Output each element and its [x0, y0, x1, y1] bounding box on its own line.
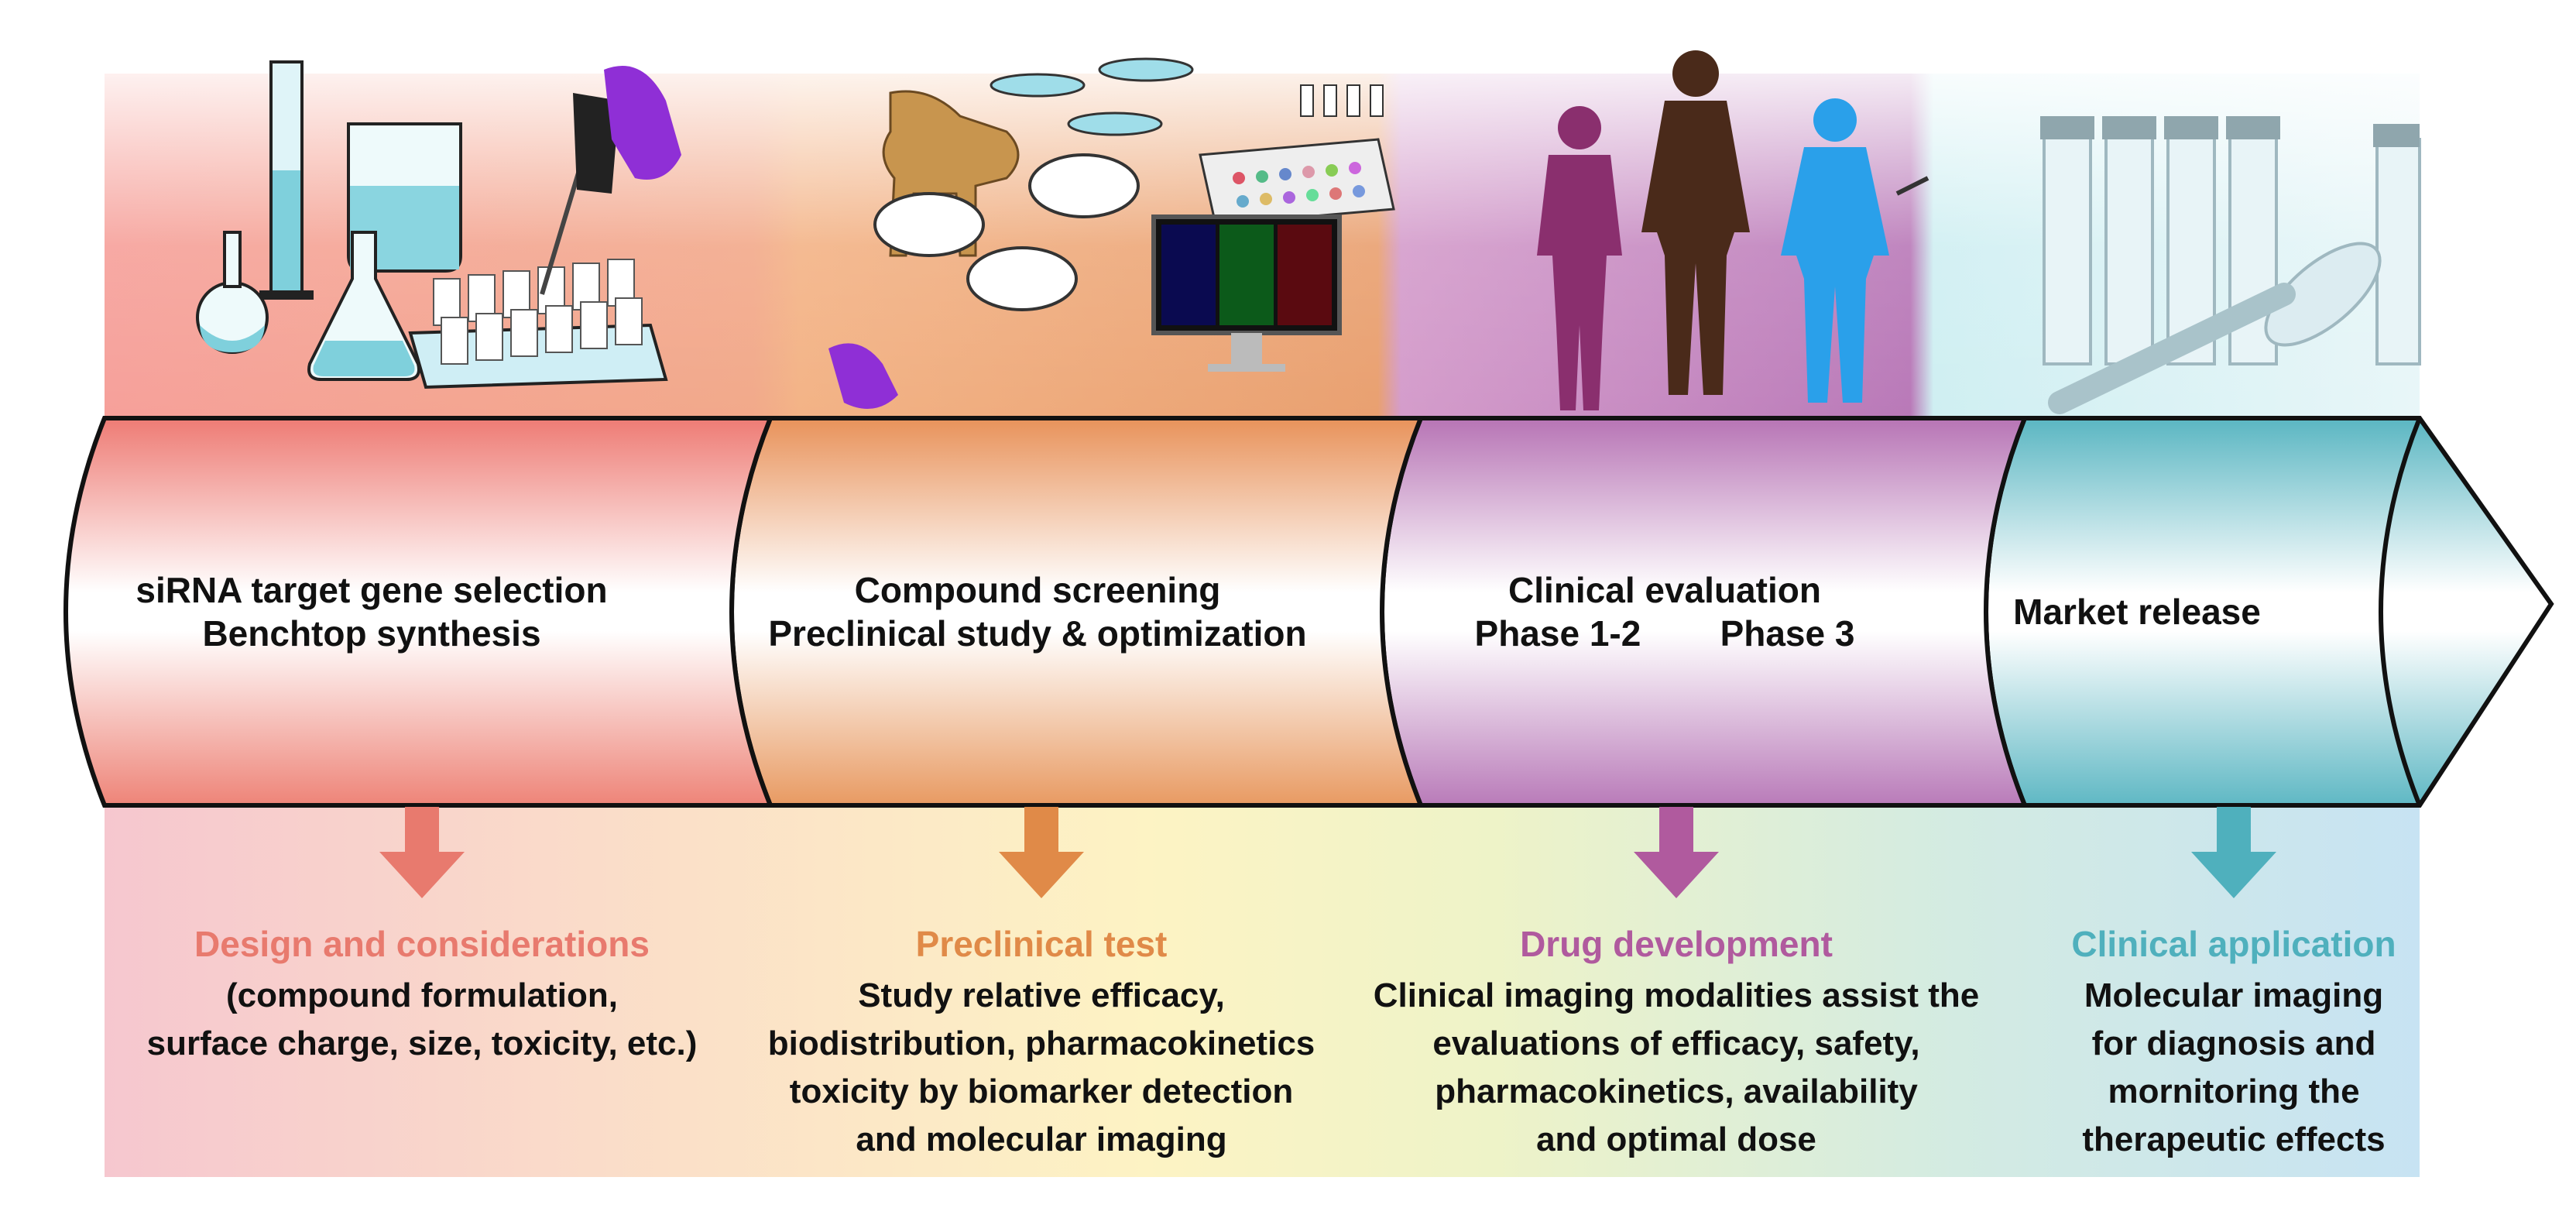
- stage-arrows: [379, 807, 2276, 898]
- band-segment-preclinical: [729, 416, 1425, 808]
- human-figures-icon: [1537, 50, 1929, 410]
- stage-detail-line: Clinical imaging modalities assist the: [1374, 976, 1979, 1014]
- animal-testing-icon: [828, 57, 1395, 409]
- stage-detail-line: biodistribution, pharmacokinetics: [768, 1024, 1315, 1062]
- band-label-target-line: Benchtop synthesis: [202, 613, 540, 654]
- stage-detail-line: Molecular imaging: [2084, 976, 2383, 1014]
- band-arrow-inner-curve: [2379, 417, 2422, 807]
- stage-detail-line: (compound formulation,: [226, 976, 618, 1014]
- stage-detail-line: surface charge, size, toxicity, etc.): [147, 1024, 698, 1062]
- down-arrow-icon: [2191, 807, 2276, 898]
- band-segment-clinical: [1380, 416, 2029, 808]
- lab-glassware-icon: [196, 60, 681, 390]
- band-label-market: Market release: [2013, 592, 2261, 632]
- stage-detail-line: pharmacokinetics, availability: [1435, 1072, 1918, 1110]
- stage-details: Design and considerations (compound formu…: [147, 924, 2396, 1158]
- vial-syringe-icon: [2040, 116, 2421, 414]
- stage-detail-line: toxicity by biomarker detection: [790, 1072, 1293, 1110]
- down-arrow-icon: [379, 807, 465, 898]
- band-segment-target: [63, 416, 774, 808]
- band-label-target-line: siRNA target gene selection: [135, 570, 607, 610]
- stage-detail-line: for diagnosis and: [2092, 1024, 2376, 1062]
- stage-detail-line: and optimal dose: [1536, 1120, 1816, 1158]
- stage-detail-line: Study relative efficacy,: [858, 976, 1225, 1014]
- pipeline-band: [63, 416, 2554, 808]
- bottom-detail-strip: [105, 805, 2420, 1177]
- down-arrow-icon: [1634, 807, 1719, 898]
- stage-heading: Preclinical test: [916, 924, 1168, 964]
- down-arrow-icon: [999, 807, 1084, 898]
- stage-detail-line: and molecular imaging: [856, 1120, 1226, 1158]
- band-label-clinical-line: Phase 1-2 Phase 3: [1475, 613, 1855, 654]
- stage-detail-line: evaluations of efficacy, safety,: [1432, 1024, 1919, 1062]
- band-label-market-line: Market release: [2013, 592, 2261, 632]
- stage-heading: Design and considerations: [194, 924, 650, 964]
- band-label-clinical-line: Clinical evaluation: [1508, 570, 1821, 610]
- stage-heading: Drug development: [1520, 924, 1833, 964]
- stage-detail-line: therapeutic effects: [2082, 1120, 2385, 1158]
- stage-detail-line: mornitoring the: [2108, 1072, 2359, 1110]
- band-label-preclinical-line: Preclinical study & optimization: [768, 613, 1306, 654]
- band-label-preclinical-line: Compound screening: [855, 570, 1221, 610]
- stage-heading: Clinical application: [2071, 924, 2396, 964]
